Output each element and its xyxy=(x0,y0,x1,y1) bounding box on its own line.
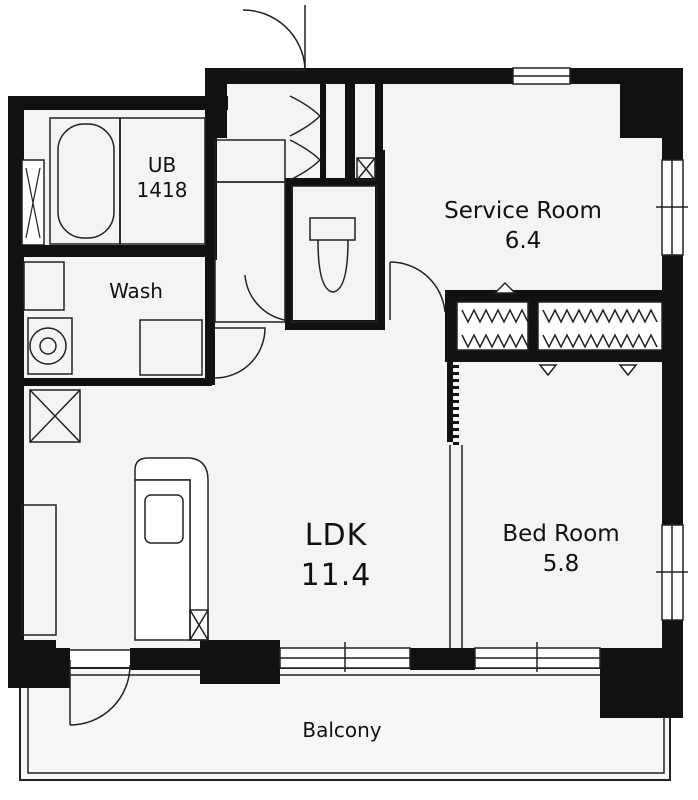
bed-room-size: 5.8 xyxy=(543,551,580,577)
kitchen xyxy=(134,457,209,641)
ldk-label: LDK xyxy=(305,518,368,553)
bathtub xyxy=(49,117,206,245)
ub-size: 1418 xyxy=(137,178,188,202)
ldk-size: 11.4 xyxy=(301,558,372,593)
service-room-size: 6.4 xyxy=(505,228,542,254)
entrance-door xyxy=(240,5,306,71)
wash-label: Wash xyxy=(109,279,163,303)
wash-fixtures xyxy=(21,261,203,636)
service-room-label: Service Room xyxy=(444,198,602,224)
interior-doors xyxy=(69,261,446,726)
closet-hatching xyxy=(456,281,663,377)
balcony xyxy=(19,660,671,781)
bed-room-label: Bed Room xyxy=(502,521,619,547)
ub-label: UB xyxy=(148,153,176,177)
balcony-label: Balcony xyxy=(302,718,381,742)
toilet xyxy=(309,157,376,293)
closet-doors xyxy=(214,95,378,323)
windows xyxy=(21,67,688,672)
